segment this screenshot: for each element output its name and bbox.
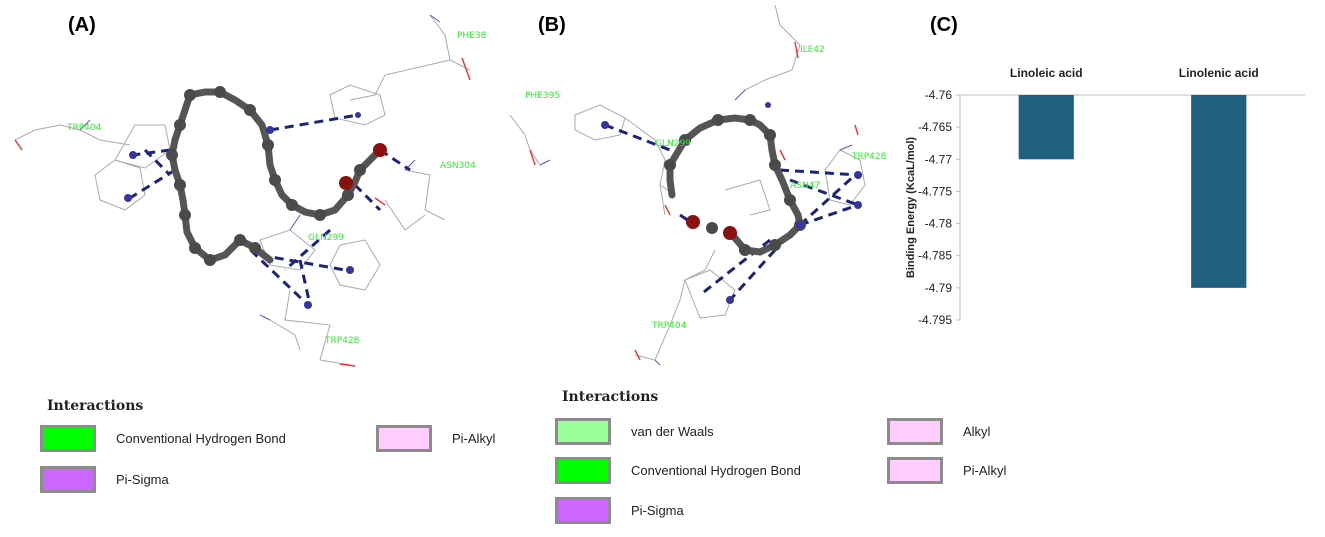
oxygen-atoms	[339, 143, 387, 190]
oxygen-atoms	[686, 215, 737, 240]
residue-blue-bonds	[79, 14, 441, 321]
legend-a-label-2: Pi-Alkyl	[452, 431, 496, 446]
legend-b-item-conventional-hydrogen-bond: Conventional Hydrogen Bond	[555, 457, 801, 484]
bar-0	[1018, 95, 1074, 160]
ligand-atoms	[166, 86, 366, 266]
ligand-atoms	[664, 114, 806, 256]
residue-label-trp428: TRP428	[851, 152, 887, 162]
y-tick-label: -4.78	[925, 217, 953, 231]
legend-b-item-van-der-waals: van der Waals	[555, 418, 714, 445]
residue-label-gln299: GLN299	[655, 139, 691, 149]
legend-a-swatch-2	[376, 425, 432, 452]
panel-label-a: (A)	[68, 14, 96, 36]
y-tick-label: -4.765	[918, 120, 952, 134]
y-tick-label: -4.785	[918, 249, 952, 263]
residue-label-phe395: PHE395	[525, 91, 560, 101]
residue-label-ile42: ILE42	[800, 45, 825, 55]
ligand-backbone	[168, 88, 384, 264]
y-tick-label: -4.79	[925, 281, 953, 295]
legend-b-item-alkyl: Alkyl	[887, 418, 990, 445]
legend-b-label-2: Pi-Sigma	[631, 503, 684, 518]
legend-a-swatch-0	[40, 425, 96, 452]
residue-sticks	[14, 14, 471, 366]
legend-a-swatch-1	[40, 466, 96, 493]
y-tick-label: -4.795	[918, 313, 952, 327]
residue-label-trp428: TRP428	[324, 336, 360, 346]
residue-label-asn47: ASN47	[790, 181, 820, 191]
legend-b-swatch-2	[555, 497, 611, 524]
bar-1	[1191, 95, 1247, 288]
legend-a-title: Interactions	[47, 398, 144, 414]
legend-b-swatch-3	[887, 418, 943, 445]
molecule-view-a: PHE38 TRP404 ASN304 GLN299 TRP428	[14, 14, 487, 367]
residue-label-trp404: TRP404	[66, 123, 102, 133]
interaction-lines	[604, 123, 859, 302]
pi-centroids	[601, 102, 862, 304]
legend-b-swatch-0	[555, 418, 611, 445]
residue-label-phe38: PHE38	[457, 31, 487, 41]
y-tick-label: -4.77	[925, 152, 953, 166]
residue-label-trp404: TRP404	[651, 321, 687, 331]
legend-a-item-conventional-hydrogen-bond: Conventional Hydrogen Bond	[40, 425, 286, 452]
legend-b-label-0: van der Waals	[631, 424, 714, 439]
legend-b-title: Interactions	[562, 389, 659, 405]
legend-b-label-1: Conventional Hydrogen Bond	[631, 463, 801, 478]
legend-b-swatch-1	[555, 457, 611, 484]
legend-b-label-4: Pi-Alkyl	[963, 463, 1007, 478]
y-tick-label: -4.775	[918, 184, 952, 198]
residue-label-asn304: ASN304	[440, 161, 476, 171]
legend-a-item-pi-sigma: Pi-Sigma	[40, 466, 169, 493]
category-label-1: Linolenic acid	[1179, 66, 1259, 80]
residue-red-bonds	[529, 41, 859, 361]
y-tick-label: -4.76	[925, 88, 953, 102]
panel-label-b: (B)	[538, 14, 566, 36]
legend-b-label-3: Alkyl	[963, 424, 991, 439]
legend-b-item-pi-alkyl: Pi-Alkyl	[887, 457, 1006, 484]
y-axis-label: Binding Energy (KcaL/mol)	[905, 137, 917, 279]
legend-b-swatch-4	[887, 457, 943, 484]
panel-label-c: (C)	[930, 14, 958, 36]
binding-energy-chart: -4.76 -4.765 -4.77 -4.775 -4.78 -4.785 -4.79 -4…	[905, 66, 1305, 327]
molecule-view-b: ILE42 PHE395 GLN299 TRP428 ASN47 TRP404	[509, 4, 887, 366]
legend-a-item-pi-alkyl: Pi-Alkyl	[376, 425, 495, 452]
legend-a-label-1: Pi-Sigma	[116, 472, 169, 487]
residue-blue-bonds	[539, 89, 853, 366]
category-label-0: Linoleic acid	[1010, 66, 1083, 80]
pi-centroids	[124, 112, 361, 309]
legend-b-item-pi-sigma: Pi-Sigma	[555, 497, 684, 524]
residue-red-bonds	[14, 57, 471, 367]
residue-label-gln299: GLN299	[308, 233, 344, 243]
legend-a-label-0: Conventional Hydrogen Bond	[116, 431, 286, 446]
